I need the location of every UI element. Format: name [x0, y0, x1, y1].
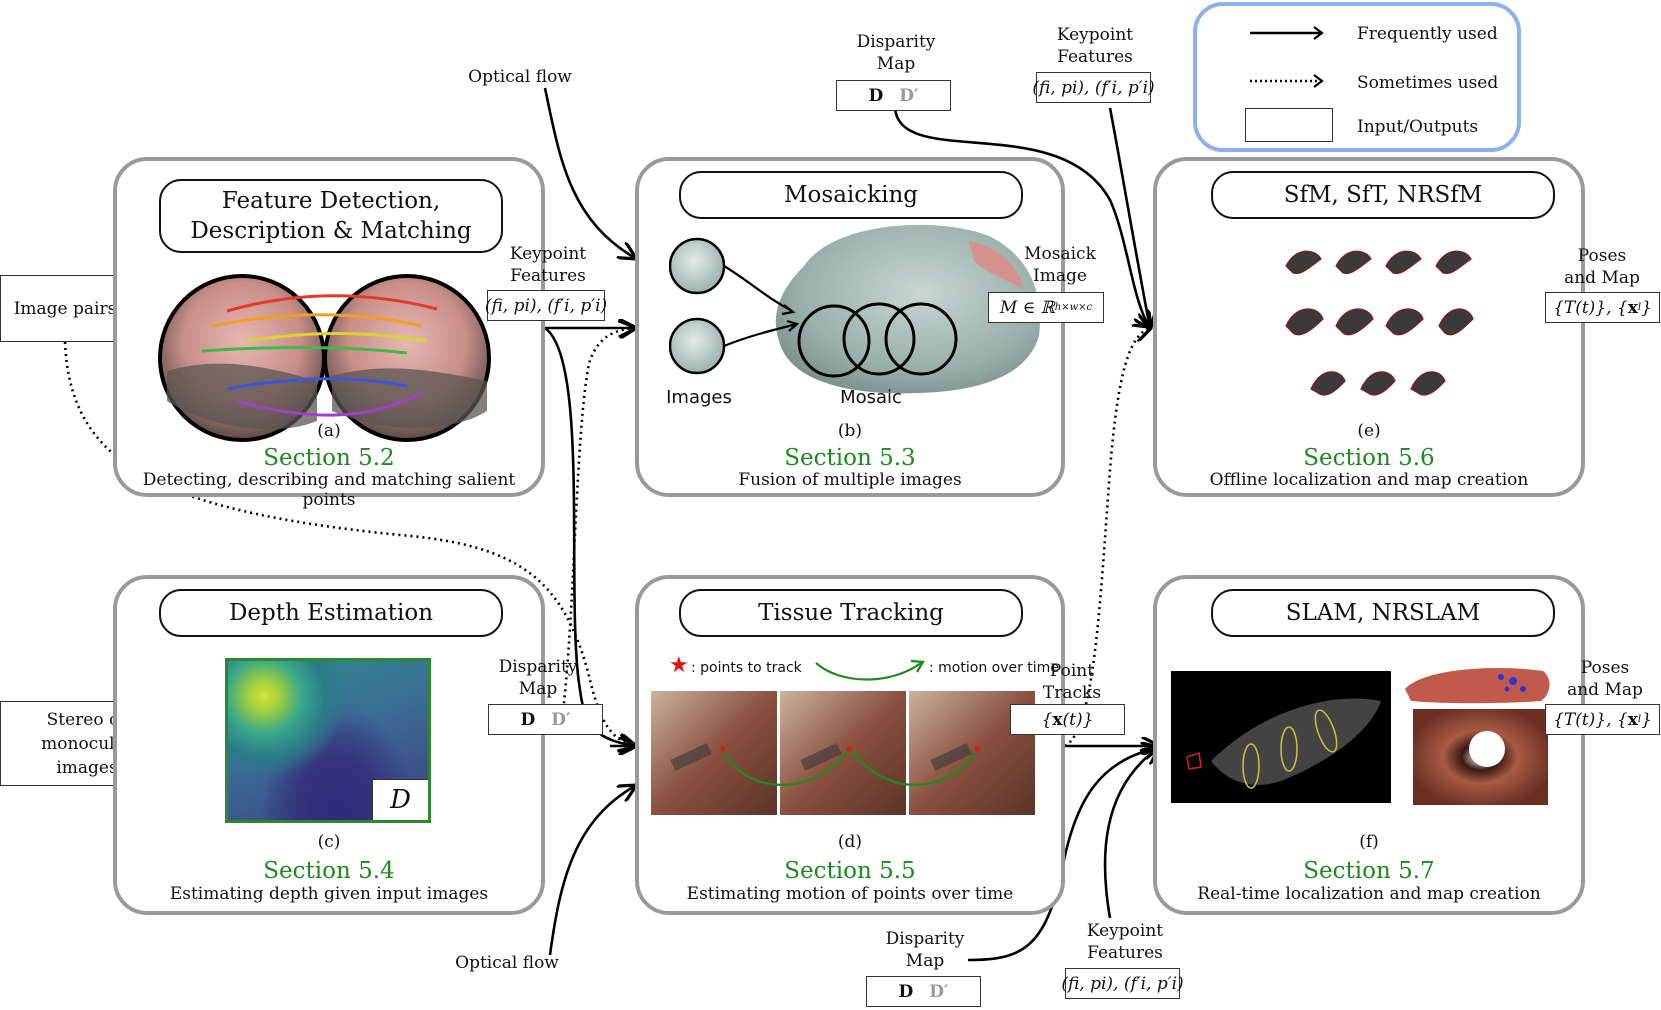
tracking-frames — [651, 691, 1035, 815]
disparity-D: D — [868, 85, 884, 106]
disparity-bottom-box: D D′ — [866, 976, 981, 1007]
keypoint-features-bottom-label: Keypoint Features — [1086, 921, 1164, 963]
disparity-map-bottom-label: Disparity Map — [885, 929, 965, 971]
panel-slam: SLAM, NRSLAM (f) Section 5.7 Real-time l… — [1153, 575, 1585, 915]
mosaic-illustration — [669, 224, 1040, 394]
disparity-map-top-label: Disparity Map — [856, 32, 936, 74]
panel-b-sub: (b) — [837, 421, 863, 441]
star-icon: ★ — [669, 653, 689, 678]
panel-d-points-label: : points to track — [691, 660, 802, 676]
panel-a-desc: Detecting, describing and matching salie… — [142, 470, 516, 510]
panel-a-title: Feature Detection, Description & Matchin… — [159, 179, 503, 253]
depth-map-image: D — [225, 658, 431, 823]
panel-a-section: Section 5.2 — [263, 445, 395, 471]
mosaick-image-label: Mosaick Image — [1024, 244, 1096, 286]
panel-d-title: Tissue Tracking — [679, 589, 1023, 637]
panel-sfm: SfM, SfT, NRSfM (e) Section 5.6 Offline … — [1153, 157, 1585, 497]
legend-io-label: Input/Outputs — [1357, 117, 1479, 137]
legend-frequently-label: Frequently used — [1357, 24, 1498, 44]
depth-D-box: D — [372, 779, 428, 820]
legend: Frequently used Sometimes used Input/Out… — [1193, 2, 1521, 152]
panel-d-sub: (d) — [837, 832, 863, 852]
panel-b-images-label: Images — [666, 387, 732, 408]
panel-b-section: Section 5.3 — [784, 445, 916, 471]
disparity-c-Dprime: D′ — [551, 709, 571, 730]
optical-flow-top-label: Optical flow — [468, 67, 572, 87]
sfm-reconstructions — [1285, 250, 1474, 396]
disparity-Dprime: D′ — [899, 85, 919, 106]
panel-c-sub: (c) — [317, 832, 341, 852]
legend-line-samples — [1250, 26, 1324, 88]
point-tracks-label: Point Tracks — [1042, 661, 1102, 703]
legend-sometimes-label: Sometimes used — [1357, 73, 1499, 93]
panel-tissue-tracking: Tissue Tracking ★ : points to track : mo… — [635, 575, 1065, 915]
panel-c-title: Depth Estimation — [159, 589, 503, 637]
keypoints-bottom-box: (fi, pi), (f′i, p′i) — [1061, 968, 1184, 999]
disparity-bottom-D: D — [898, 981, 914, 1002]
panel-a-sub: (a) — [317, 421, 341, 441]
panel-d-section: Section 5.5 — [784, 858, 916, 884]
panel-f-section: Section 5.7 — [1303, 858, 1435, 884]
panel-f-title: SLAM, NRSLAM — [1211, 589, 1555, 637]
panel-f-sub: (f) — [1359, 832, 1379, 852]
disparity-bottom-Dprime: D′ — [929, 981, 949, 1002]
disparity-c-D: D — [520, 709, 536, 730]
keypoint-features-a-label: Keypoint Features — [509, 244, 587, 286]
image-pairs-box: Image pairs — [0, 275, 130, 342]
disparity-top-box: D D′ — [836, 80, 951, 111]
panel-c-section: Section 5.4 — [263, 858, 395, 884]
panel-feature-detection: Feature Detection, Description & Matchin… — [113, 157, 545, 510]
keypoints-a-box: (fi, pi), (f′i, p′i) — [485, 290, 607, 321]
matching-illustration — [158, 274, 491, 442]
panel-b-desc: Fusion of multiple images — [738, 470, 962, 490]
panel-depth-estimation: Depth Estimation D (c) Section 5.4 Estim… — [113, 575, 545, 915]
panel-f-desc: Real-time localization and map creation — [1197, 884, 1541, 904]
optical-flow-bottom-label: Optical flow — [455, 953, 559, 973]
tracks-box: {x(t)} — [1010, 704, 1125, 735]
slam-pointcloud — [1171, 671, 1391, 803]
panel-e-sub: (e) — [1357, 421, 1381, 441]
panel-mosaicking: Mosaicking Images Mosaic (b) Section 5.3… — [635, 157, 1065, 497]
motion-arrow-icon — [815, 659, 925, 681]
panel-e-title: SfM, SfT, NRSfM — [1211, 171, 1555, 219]
poses-map-f-label: Poses and Map — [1567, 658, 1643, 700]
slam-colon-render — [1405, 668, 1550, 805]
panel-e-section: Section 5.6 — [1303, 445, 1435, 471]
panel-d-motion-label: : motion over time — [929, 660, 1059, 676]
disparity-c-box: D D′ — [488, 704, 603, 735]
panel-b-mosaic-label: Mosaic — [840, 387, 902, 408]
keypoint-features-top-label: Keypoint Features — [1056, 25, 1134, 67]
keypoints-top-box: (fi, pi), (f′i, p′i) — [1032, 72, 1155, 103]
image-pairs-label: Image pairs — [13, 298, 117, 319]
panel-e-desc: Offline localization and map creation — [1209, 470, 1529, 490]
legend-io-swatch — [1245, 108, 1333, 142]
panel-c-desc: Estimating depth given input images — [169, 884, 489, 904]
disparity-map-c-label: Disparity Map — [498, 657, 578, 699]
panel-d-desc: Estimating motion of points over time — [686, 884, 1014, 904]
panel-b-title: Mosaicking — [679, 171, 1023, 219]
poses-map-e-label: Poses and Map — [1564, 246, 1640, 288]
